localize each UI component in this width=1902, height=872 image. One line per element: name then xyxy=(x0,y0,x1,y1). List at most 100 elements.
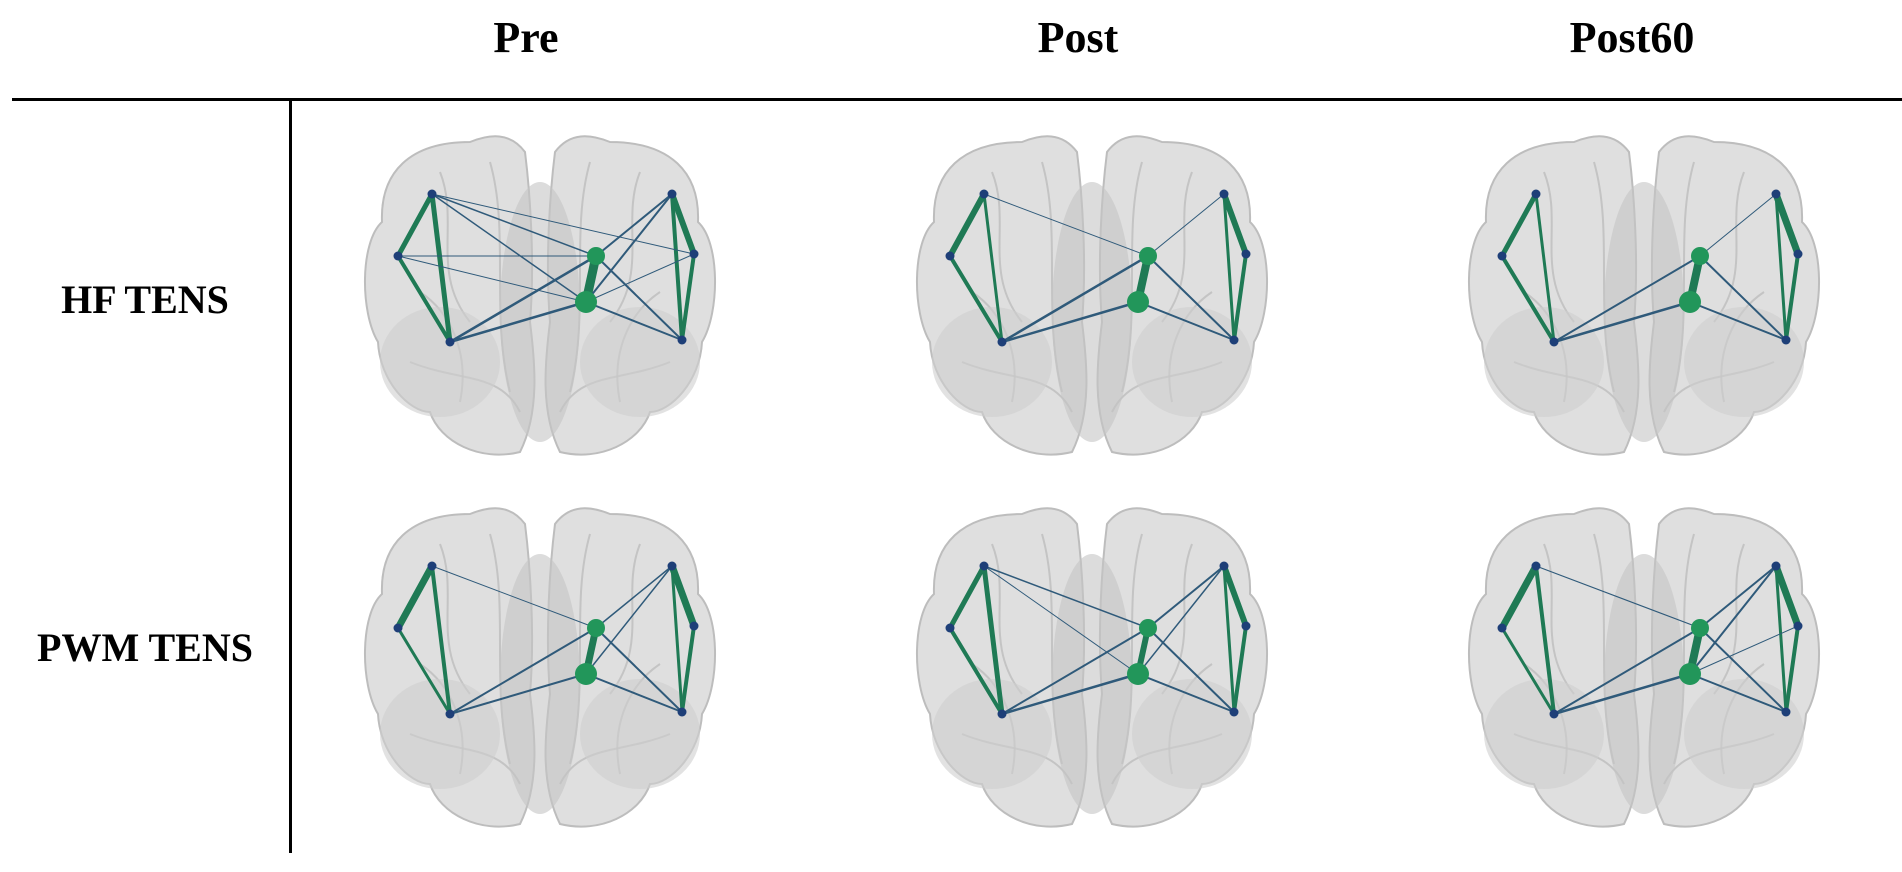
network-edge xyxy=(585,301,683,341)
network-edge xyxy=(1147,255,1235,341)
network-edge xyxy=(449,673,587,715)
network-edge xyxy=(396,626,452,716)
column-header-post: Post xyxy=(1037,13,1119,62)
network-edge xyxy=(1001,627,1149,715)
network-edge xyxy=(595,193,673,257)
network-node-small xyxy=(979,189,989,199)
panel-pwm-tens-post xyxy=(872,484,1312,844)
network-edge xyxy=(1772,562,1802,630)
brain-temporal-shadow xyxy=(1484,307,1604,417)
network-edge xyxy=(983,193,1149,257)
brain-midline-shadow xyxy=(1604,182,1684,442)
network-edge xyxy=(1699,565,1777,629)
brain-outline xyxy=(1468,135,1820,456)
network-edge xyxy=(983,565,1149,629)
network-edge xyxy=(1147,193,1225,257)
brain-fold-line xyxy=(439,543,471,695)
network-node-large xyxy=(587,247,605,265)
network-edge xyxy=(1552,672,1692,716)
network-node-large xyxy=(1691,247,1709,265)
network-edge xyxy=(448,300,588,344)
network-edge xyxy=(1498,562,1540,632)
brain-fold-line xyxy=(1161,171,1193,323)
network-edge xyxy=(1553,627,1701,715)
brain-fold-line xyxy=(1713,543,1745,695)
network-edge xyxy=(448,254,598,344)
network-edge xyxy=(1699,255,1787,341)
network-edge xyxy=(670,564,684,714)
brain-outline xyxy=(364,135,716,456)
network-edge xyxy=(1689,625,1799,675)
network-edge xyxy=(680,624,696,714)
network-edge xyxy=(1500,254,1556,344)
network-node-small xyxy=(1229,335,1239,345)
network-edge xyxy=(449,627,597,715)
brain-network-svg xyxy=(364,507,716,828)
brain-temporal-shadow xyxy=(932,307,1052,417)
network-node-small xyxy=(689,621,699,631)
brain-fold-line xyxy=(1161,543,1193,695)
brain-midline-shadow xyxy=(1604,554,1684,814)
network-edge xyxy=(1534,564,1556,716)
network-node-large xyxy=(1127,663,1149,685)
network-edge xyxy=(981,563,1005,717)
network-node-large xyxy=(1679,663,1701,685)
network-edge xyxy=(1222,192,1236,342)
row-label-pwm-tens: PWM TENS xyxy=(37,625,253,670)
network-edge xyxy=(1535,565,1701,629)
network-node-small xyxy=(667,189,677,199)
network-edge xyxy=(1772,190,1802,258)
network-node-large xyxy=(575,291,597,313)
network-node-small xyxy=(1531,561,1541,571)
network-node-small xyxy=(1781,335,1791,345)
brain-fold-line xyxy=(439,171,471,323)
column-header-pre: Pre xyxy=(493,13,559,62)
network-edges xyxy=(1499,190,1802,344)
network-node-small xyxy=(1531,189,1541,199)
network-edge xyxy=(396,254,452,344)
brain-fold-line xyxy=(991,171,1023,323)
network-edge xyxy=(668,562,698,630)
network-edge xyxy=(1553,255,1701,343)
network-node-small xyxy=(427,561,437,571)
network-edge xyxy=(1774,564,1788,714)
network-node-small xyxy=(393,623,403,633)
brain-outline xyxy=(364,507,716,828)
network-node-small xyxy=(667,561,677,571)
panel-pwm-tens-post60 xyxy=(1424,484,1864,844)
network-nodes xyxy=(945,189,1251,347)
panel-hf-tens-pre xyxy=(320,112,760,472)
network-edge xyxy=(1500,626,1556,716)
network-edge xyxy=(395,191,435,259)
brain-outline xyxy=(1468,507,1820,828)
network-node-large xyxy=(1139,247,1157,265)
network-edge xyxy=(1499,191,1539,259)
network-edge xyxy=(595,255,683,341)
brain-fold-line xyxy=(991,543,1023,695)
network-nodes xyxy=(1497,189,1803,347)
brain-network-svg xyxy=(916,507,1268,828)
network-edge xyxy=(431,193,695,255)
network-edge xyxy=(595,565,673,629)
network-edge xyxy=(947,563,987,631)
network-edge xyxy=(1147,627,1235,713)
network-node-small xyxy=(689,249,699,259)
network-node-small xyxy=(945,251,955,261)
network-edge xyxy=(595,627,683,713)
network-node-small xyxy=(427,189,437,199)
brain-temporal-shadow xyxy=(380,307,500,417)
network-node-small xyxy=(997,709,1007,719)
network-edge xyxy=(1699,627,1787,713)
network-edge xyxy=(947,191,987,259)
network-edge xyxy=(1699,193,1777,257)
network-node-small xyxy=(445,709,455,719)
network-edge xyxy=(1137,565,1225,675)
network-edge xyxy=(430,564,452,716)
network-edge xyxy=(394,562,436,632)
row-label-hf-tens: HF TENS xyxy=(61,277,229,322)
network-edge xyxy=(1534,192,1556,344)
network-node-small xyxy=(1219,189,1229,199)
network-edge xyxy=(431,193,587,303)
network-node-small xyxy=(677,335,687,345)
network-edge xyxy=(669,191,697,257)
